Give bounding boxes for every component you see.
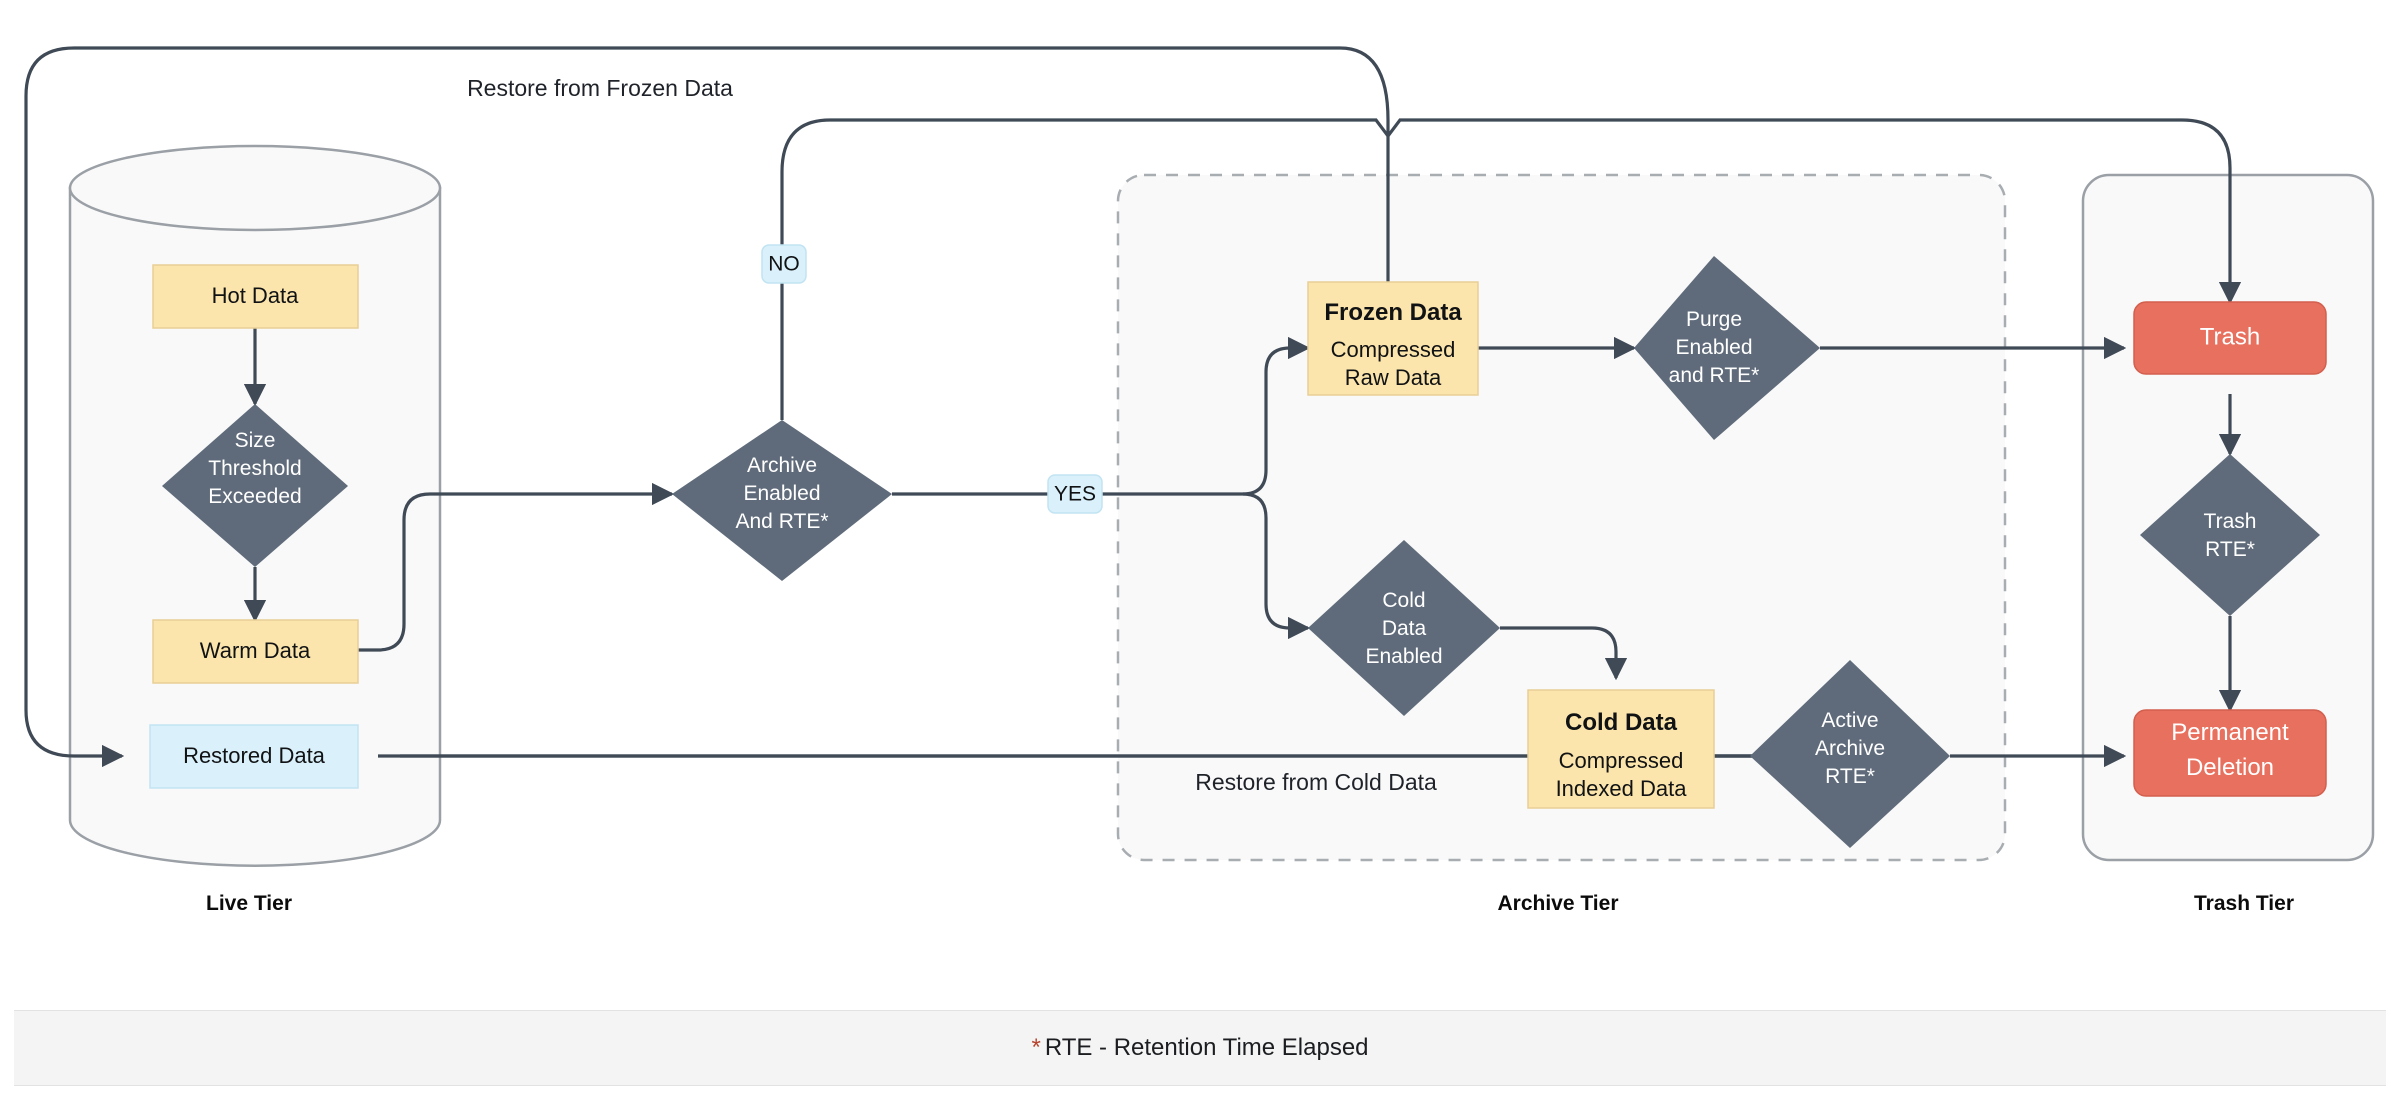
node-size-threshold-line-3: Exceeded	[208, 485, 301, 508]
tier-label-trash: Trash Tier	[2194, 892, 2294, 915]
node-frozen-data-title: Frozen Data	[1324, 299, 1462, 326]
node-permanent-deletion-line-2: Deletion	[2186, 754, 2274, 781]
node-active-archive-line-1: Active	[1821, 709, 1878, 732]
node-active-archive[interactable]: Active Archive RTE*	[1750, 660, 1950, 848]
node-purge-enabled-line-1: Purge	[1686, 308, 1742, 331]
node-size-threshold-line-2: Threshold	[208, 457, 301, 480]
edge-no-to-trash	[780, 118, 2242, 420]
node-restored-data[interactable]: Restored Data	[149, 724, 359, 789]
node-trash-rte-line-2: RTE*	[2205, 538, 2255, 561]
footer-legend-text: *RTE - Retention Time Elapsed	[1031, 1034, 1368, 1062]
node-cold-enabled-line-1: Cold	[1382, 589, 1425, 612]
node-permanent-deletion-line-1: Permanent	[2171, 719, 2289, 746]
node-cold-data-enabled[interactable]: Cold Data Enabled	[1308, 540, 1500, 716]
edge-label-restore-from-frozen: Restore from Frozen Data	[467, 75, 733, 101]
node-cold-data-sub-1: Compressed	[1559, 748, 1684, 773]
edge-label-restore-from-cold: Restore from Cold Data	[1195, 769, 1437, 795]
node-frozen-data-sub-2: Raw Data	[1345, 365, 1442, 390]
node-archive-enabled-line-1: Archive	[747, 454, 817, 477]
node-cold-data-sub-2: Indexed Data	[1556, 776, 1688, 801]
node-cold-enabled-line-2: Data	[1382, 617, 1427, 640]
edge-cold-enabled-to-cold-data	[1500, 626, 1628, 681]
footer-legend: *RTE - Retention Time Elapsed	[14, 1010, 2386, 1086]
node-cold-data-title: Cold Data	[1565, 709, 1678, 736]
node-frozen-data-sub-1: Compressed	[1331, 337, 1456, 362]
node-trash-label: Trash	[2200, 323, 2260, 350]
edge-warm-to-archive-enabled	[358, 482, 675, 652]
node-warm-data[interactable]: Warm Data	[152, 619, 359, 684]
node-archive-enabled-line-2: Enabled	[743, 482, 820, 505]
node-permanent-deletion[interactable]: Permanent Deletion	[2133, 709, 2327, 797]
node-cold-data[interactable]: Cold Data Compressed Indexed Data	[1527, 689, 1715, 809]
edge-label-yes: YES	[1047, 474, 1103, 514]
node-size-threshold-exceeded[interactable]: Size Threshold Exceeded	[162, 404, 348, 567]
edge-label-yes-text: YES	[1054, 483, 1096, 506]
node-purge-enabled-line-2: Enabled	[1675, 336, 1752, 359]
edge-label-no: NO	[761, 244, 807, 284]
node-purge-enabled[interactable]: Purge Enabled and RTE*	[1634, 256, 1820, 440]
footer-legend-label: RTE - Retention Time Elapsed	[1044, 1034, 1369, 1061]
node-archive-enabled-line-3: And RTE*	[736, 510, 829, 533]
node-trash-rte-line-1: Trash	[2204, 510, 2257, 533]
node-trash-rte[interactable]: Trash RTE*	[2140, 454, 2320, 616]
node-hot-data[interactable]: Hot Data	[152, 264, 359, 329]
node-size-threshold-line-1: Size	[235, 429, 276, 452]
node-active-archive-line-3: RTE*	[1825, 765, 1875, 788]
node-frozen-data[interactable]: Frozen Data Compressed Raw Data	[1307, 281, 1479, 396]
node-trash[interactable]: Trash	[2133, 301, 2327, 375]
edge-label-no-text: NO	[768, 253, 800, 276]
tier-label-archive: Archive Tier	[1497, 892, 1618, 915]
edge-restore-from-frozen	[24, 46, 1390, 768]
node-hot-data-label: Hot Data	[212, 283, 300, 308]
node-active-archive-line-2: Archive	[1815, 737, 1885, 760]
node-cold-enabled-line-3: Enabled	[1365, 645, 1442, 668]
node-archive-enabled[interactable]: Archive Enabled And RTE*	[672, 420, 892, 581]
tier-label-live: Live Tier	[206, 892, 292, 915]
node-warm-data-label: Warm Data	[200, 638, 311, 663]
asterisk-icon: *	[1031, 1034, 1041, 1061]
node-restored-data-label: Restored Data	[183, 743, 326, 768]
node-purge-enabled-line-3: and RTE*	[1669, 364, 1760, 387]
